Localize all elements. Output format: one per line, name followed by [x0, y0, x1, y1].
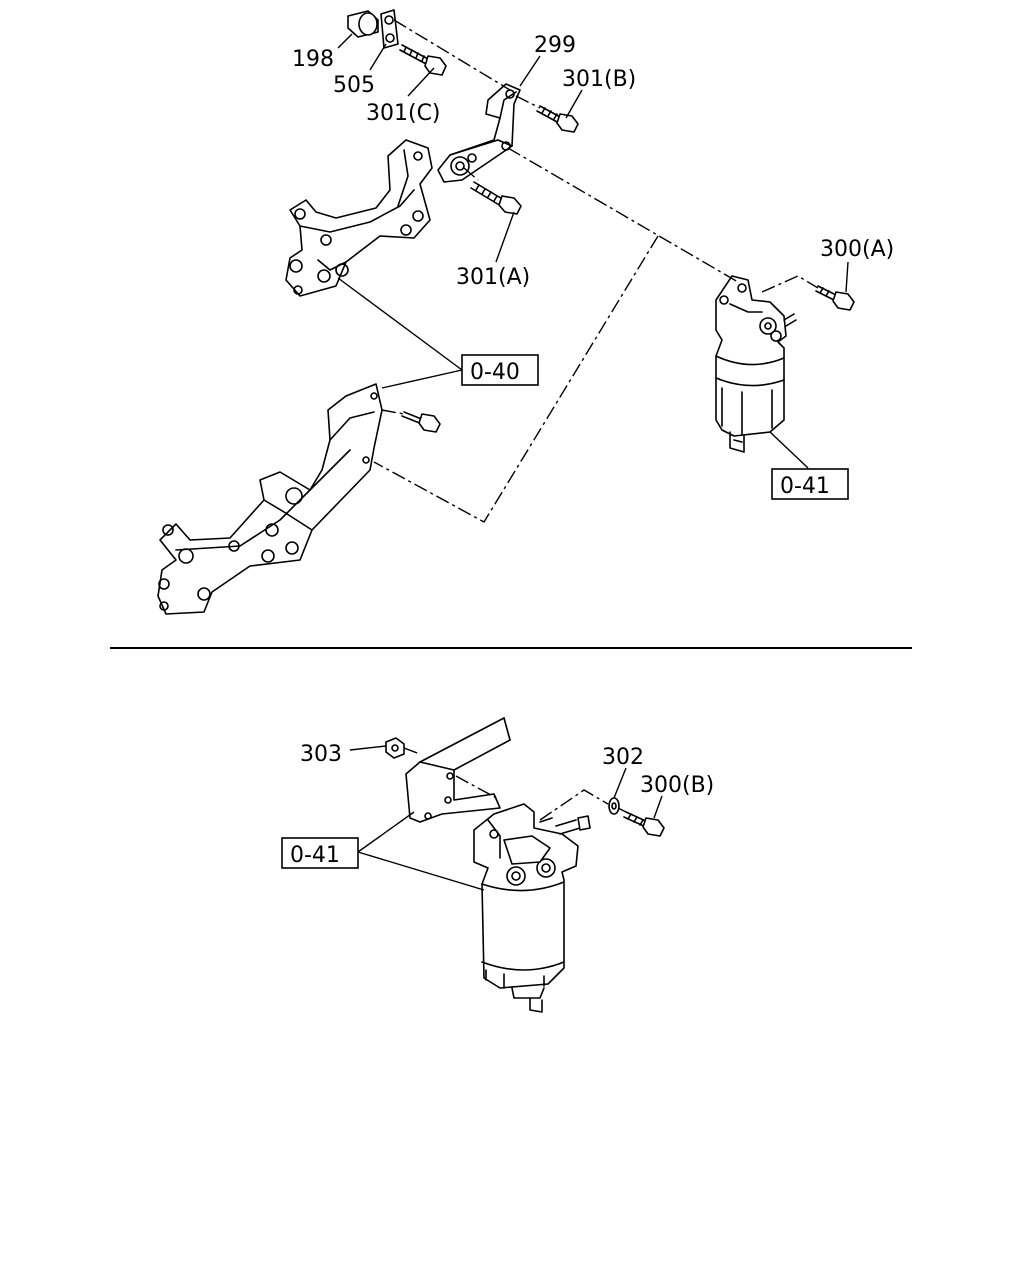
assembly-lines-lower [403, 747, 627, 821]
label-300a: 300(A) [820, 237, 894, 262]
bolt-301b [536, 105, 579, 133]
bolt-301c [399, 44, 447, 76]
label-198: 198 [292, 47, 334, 72]
ref-label-0-41-upper: 0-41 [780, 474, 830, 499]
ref-box-0-41-upper [771, 468, 849, 500]
label-505: 505 [333, 73, 375, 98]
ref-box-0-40 [461, 354, 539, 386]
label-301c: 301(C) [366, 101, 441, 126]
lower-assembly: 303 302 300(B) 0-41 [281, 717, 714, 1013]
leader-lines-lower [349, 745, 663, 891]
bolt-300a [815, 285, 855, 311]
label-302: 302 [602, 745, 644, 770]
engine-mount-upper [285, 139, 433, 297]
engine-mount-lower [157, 383, 383, 615]
leader-lines-upper [337, 33, 849, 469]
label-303: 303 [300, 742, 342, 767]
nut-303 [385, 737, 405, 759]
bolt-300b [623, 811, 665, 837]
ref-box-0-41-lower [281, 837, 359, 869]
ref-label-0-40: 0-40 [470, 360, 520, 385]
assembly-lines-upper [373, 19, 819, 523]
spacer-198 [347, 10, 379, 38]
ref-label-0-41-lower: 0-41 [290, 843, 340, 868]
label-299: 299 [534, 33, 576, 58]
mounting-bracket [405, 717, 511, 823]
label-300b: 300(B) [640, 773, 714, 798]
bolt-0-40 [401, 411, 441, 433]
upper-assembly: 198 505 301(C) 299 301(B) 301(A) 300(A) … [157, 9, 894, 615]
bolt-301a [470, 181, 522, 215]
fuel-filter-lower [473, 803, 591, 1013]
fuel-filter-upper [715, 275, 797, 453]
washer-505 [380, 9, 399, 49]
bracket-299 [437, 83, 521, 183]
label-301a: 301(A) [456, 265, 530, 290]
label-301b: 301(B) [562, 67, 636, 92]
washer-302 [608, 797, 620, 815]
